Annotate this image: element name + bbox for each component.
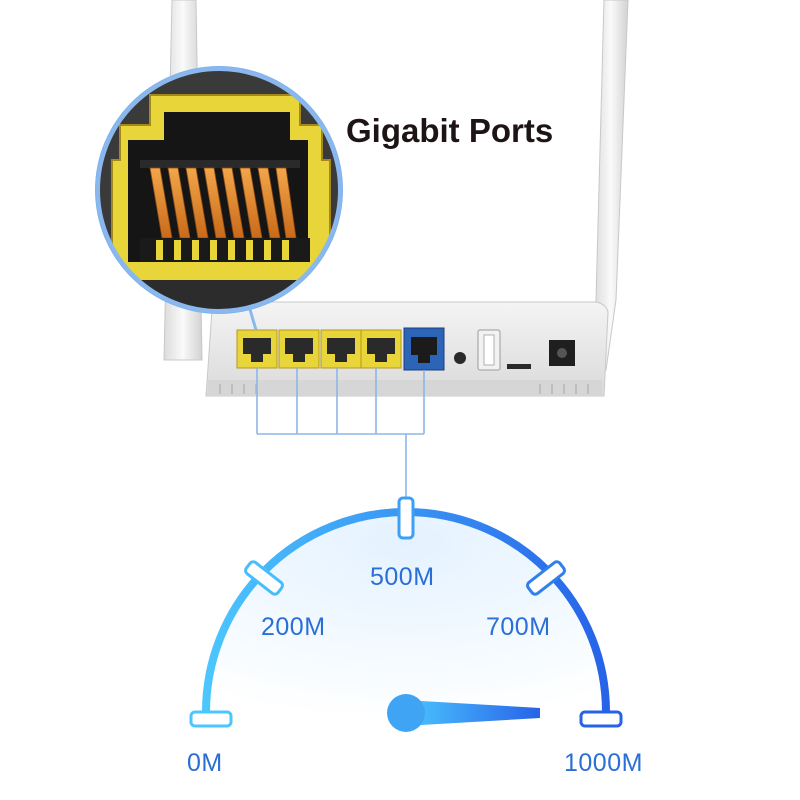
lan-port-1 <box>236 329 278 369</box>
gauge-label-1000m: 1000M <box>564 749 643 777</box>
headline: Gigabit Ports <box>346 112 554 149</box>
gauge-label-700m: 700M <box>486 613 551 641</box>
sd-slot-icon <box>507 364 531 369</box>
lan-port-3 <box>320 329 362 369</box>
gauge-tick-500m <box>397 496 415 540</box>
gauge-tick-0m <box>189 710 233 728</box>
gauge-label-0m: 0M <box>187 749 223 777</box>
gauge-tick-200m <box>244 560 284 596</box>
speed-gauge <box>189 496 623 732</box>
gauge-label-500m: 500M <box>370 563 435 591</box>
gauge-needle-icon <box>387 694 540 732</box>
lan-port-4 <box>360 329 402 369</box>
usb-port-icon <box>477 329 501 371</box>
wan-port <box>403 327 445 371</box>
right-antenna <box>593 0 629 371</box>
gauge-label-200m: 200M <box>261 613 326 641</box>
lan-port-2 <box>278 329 320 369</box>
gauge-tick-700m <box>526 560 566 596</box>
reset-button-icon <box>454 352 466 364</box>
rj45-port-closeup-icon <box>95 66 343 331</box>
gauge-tick-1000m <box>579 710 623 728</box>
power-jack-icon <box>549 340 575 366</box>
port-connector-lines <box>256 368 425 500</box>
